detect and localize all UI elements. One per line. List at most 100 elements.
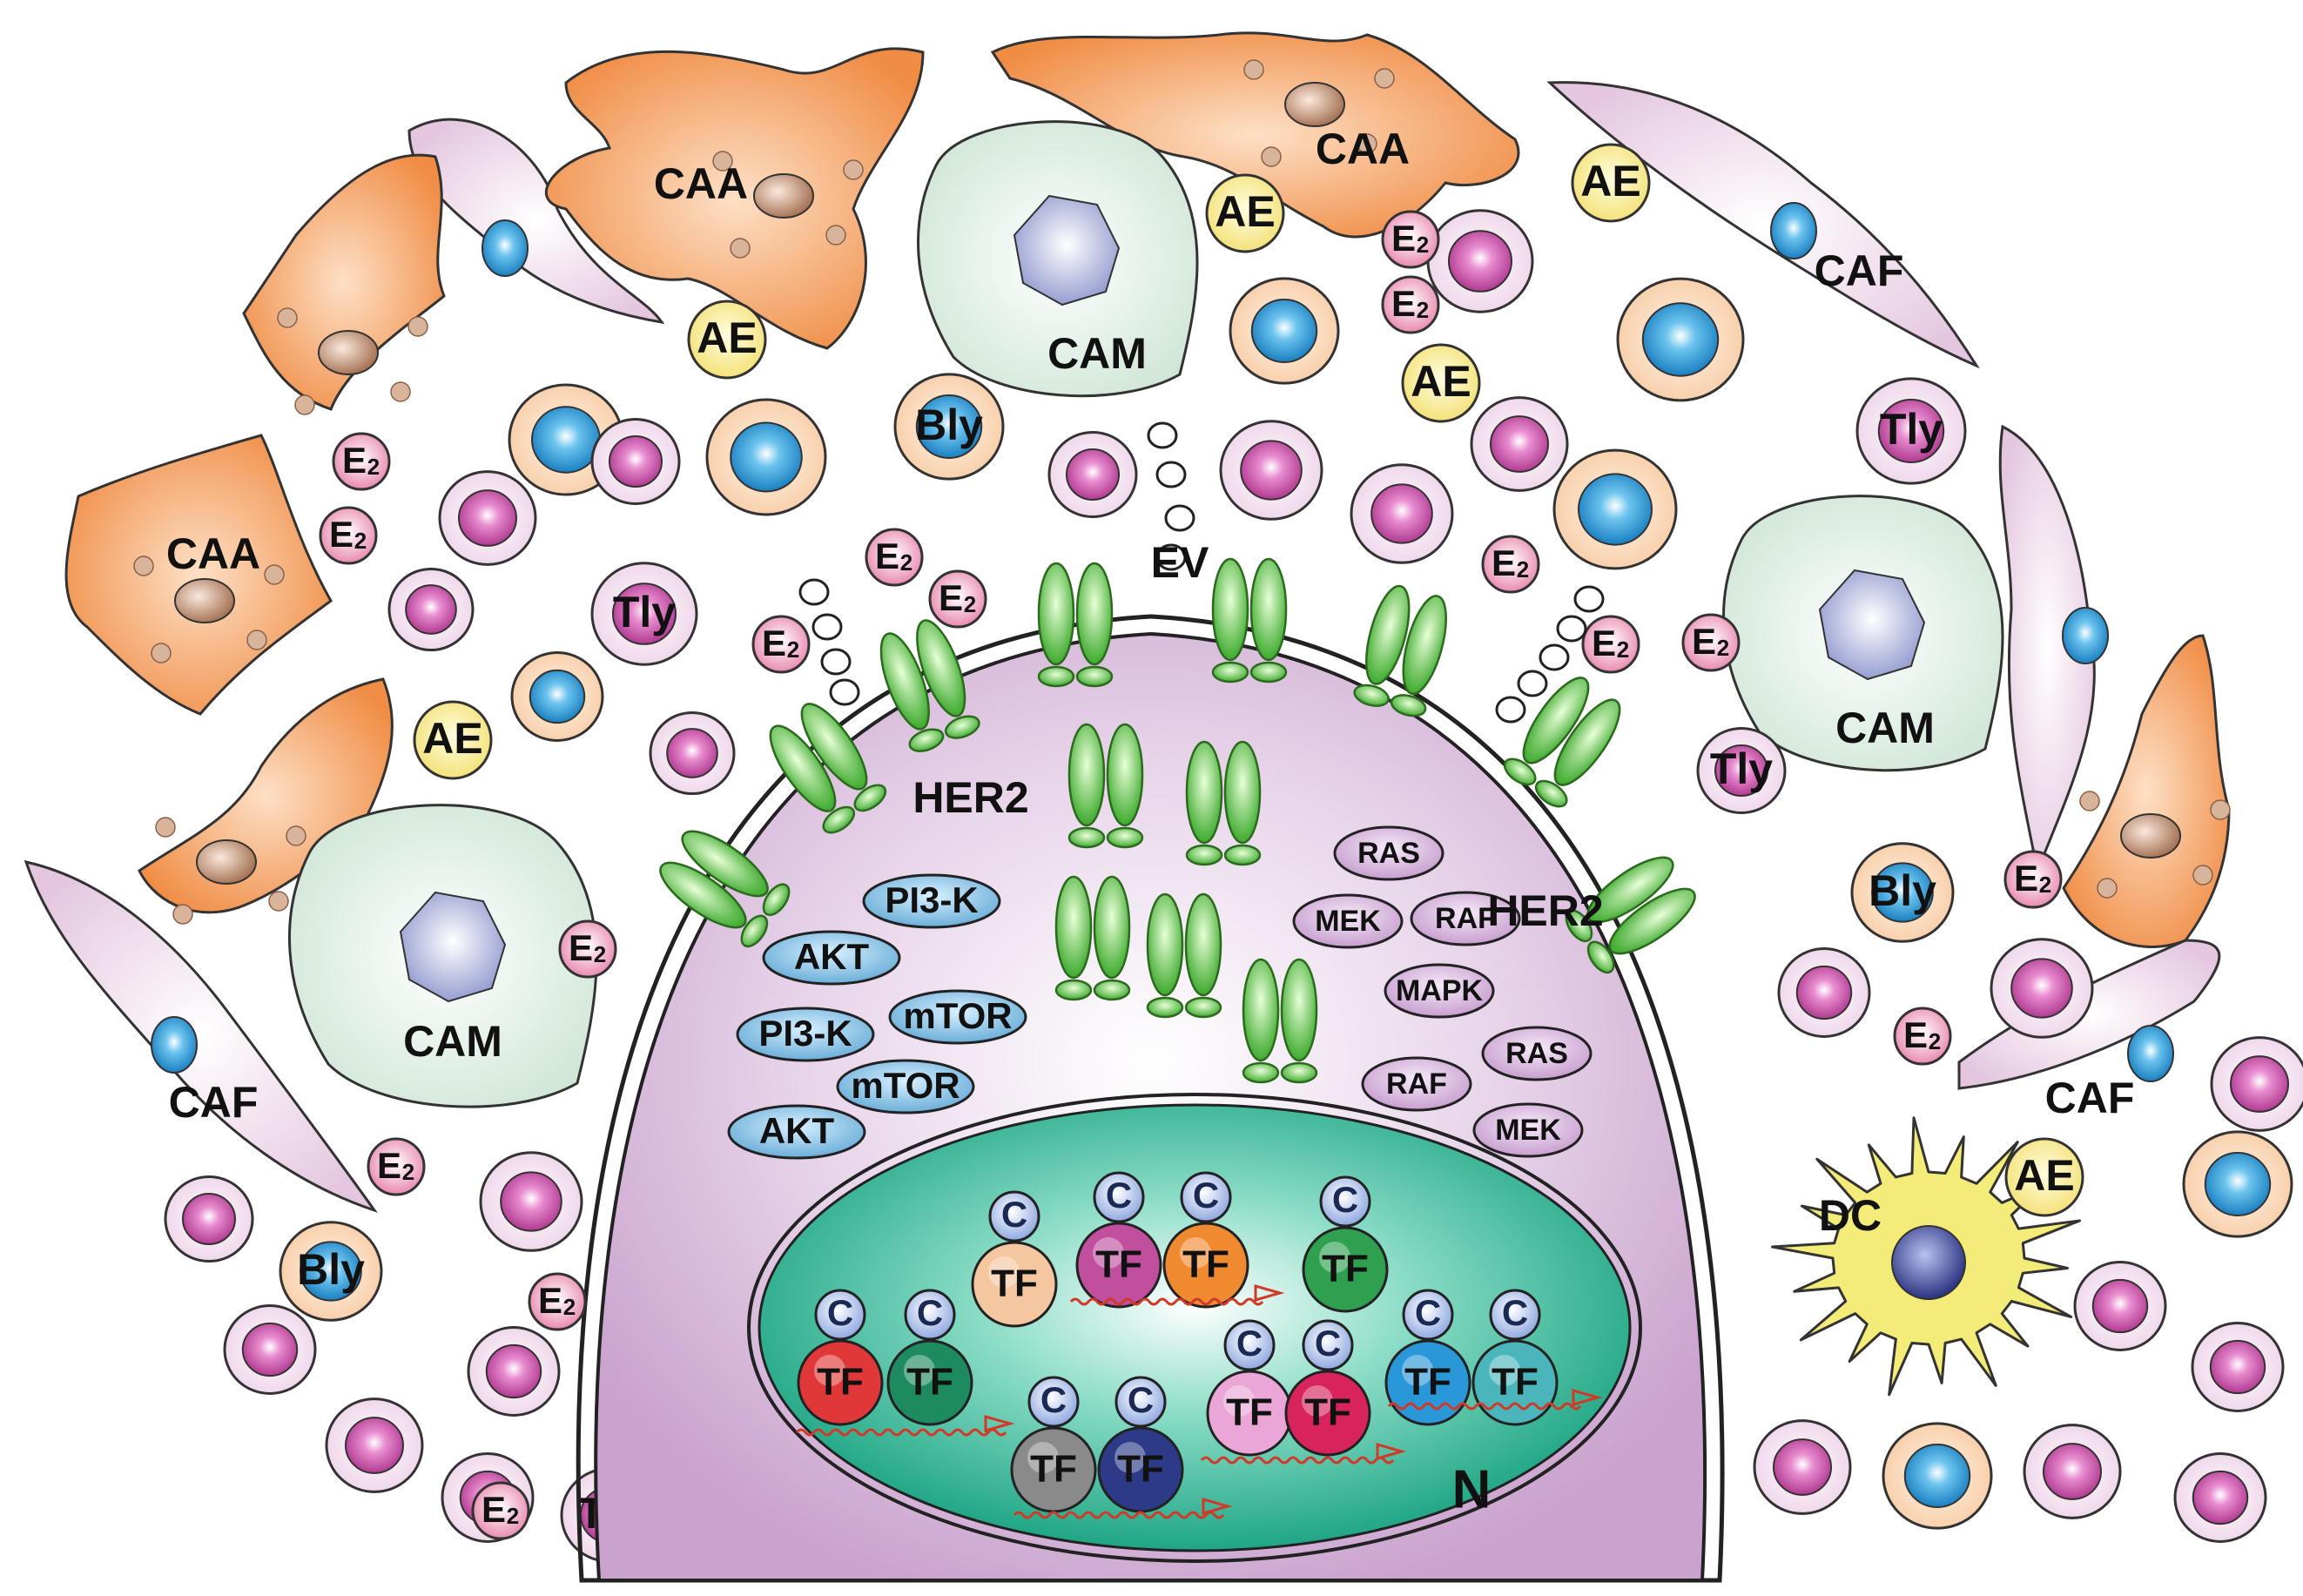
cofactor-label: C [1001, 1194, 1027, 1235]
e2-label: E [1391, 283, 1416, 324]
her2-subunit [1037, 562, 1075, 666]
ras-raf-mek-mapk-molecule: RAS [1333, 825, 1444, 881]
ae-molecule: AE [413, 700, 493, 780]
her2-tail [1280, 1061, 1318, 1084]
pi3k-akt-mtor-molecule: AKT [727, 1104, 866, 1160]
signal-label: RAF [1386, 1067, 1447, 1101]
signal-oval [1333, 825, 1444, 881]
cofactor-c [1114, 1376, 1167, 1428]
t-lymphocyte [467, 1326, 561, 1417]
her2-subunit [879, 632, 930, 731]
ev-vesicle [1556, 615, 1587, 643]
her2-tail [1242, 1061, 1280, 1084]
e2-label: E [538, 1280, 562, 1321]
ev-vesicle [1155, 543, 1187, 571]
b-lymphocyte: Bly [893, 373, 1005, 481]
her2-subunit [769, 724, 837, 812]
caa-lipid-droplet [2097, 878, 2118, 899]
caf-nucleus [151, 1016, 198, 1074]
caf-nucleus [2062, 607, 2109, 664]
her2-subunit [1054, 875, 1093, 980]
tf-highlight [1093, 1237, 1124, 1269]
signal-oval [1410, 891, 1521, 946]
b-lymphocyte [510, 651, 604, 742]
e2-circle [865, 528, 924, 587]
dna-arrowhead [984, 1415, 1015, 1432]
ras-raf-mek-mapk-molecule: MEK [1292, 893, 1404, 949]
her2-internal-receptor [1242, 958, 1318, 1084]
her2-membrane-receptor [1565, 856, 1696, 974]
caa-nucleus [196, 839, 257, 885]
caa-lipid-droplet [246, 630, 267, 650]
caf-nucleus [1770, 202, 1817, 259]
signal-oval [1292, 893, 1404, 949]
her2-subunit [1184, 892, 1222, 997]
ev-vesicle [1573, 585, 1605, 613]
signal-label: MEK [1315, 905, 1381, 938]
dc-label: DC [1819, 1191, 1882, 1240]
lymphocyte-nucleus [612, 583, 677, 645]
tf-sphere [1302, 1226, 1389, 1313]
her2-membrane-receptor [659, 830, 791, 948]
caa-cell [2062, 634, 2231, 948]
caa-lipid-droplet [712, 151, 733, 172]
cofactor-c [814, 1289, 866, 1341]
e2-subscript: 2 [2039, 872, 2051, 898]
tumor-nucleus-outer [747, 1093, 1642, 1563]
caa-lipid-droplet [825, 225, 846, 246]
her2-internal-receptor [1067, 723, 1144, 849]
lymphocyte-nucleus [485, 1343, 542, 1399]
her2-subunit [1211, 557, 1249, 662]
e2-label: E [875, 535, 899, 576]
her2-tail [1565, 909, 1593, 943]
ev-vesicle [1155, 461, 1187, 488]
ae-circle [1571, 143, 1651, 223]
her2-subunit [1223, 740, 1262, 845]
e2-label: E [481, 1489, 506, 1530]
t-lymphocyte [2023, 1424, 2122, 1519]
lymphocyte-nucleus [1773, 1438, 1832, 1496]
signal-oval [888, 989, 1027, 1045]
cofactor-label: C [1193, 1175, 1219, 1216]
e2-circle [528, 1272, 587, 1331]
cam-cell: CAM [917, 120, 1199, 398]
ev-vesicle [829, 678, 860, 706]
lymphocyte-nucleus [666, 728, 718, 778]
cofactor-c [1402, 1289, 1454, 1341]
pi3k-akt-mtor-molecule: PI3-K [736, 1007, 875, 1062]
caa-lipid-droplet [155, 817, 176, 838]
lymphocyte-nucleus [1641, 302, 1720, 377]
dna-strand [1200, 1456, 1395, 1465]
cofactor-label: C [1128, 1379, 1154, 1420]
ae-label: AE [697, 313, 757, 362]
t-lymphocyte [2210, 1036, 2303, 1132]
tf-highlight [904, 1355, 935, 1386]
lymphocyte-nucleus [609, 435, 663, 488]
lymphocyte-nucleus [1250, 299, 1318, 363]
e2-circle [558, 919, 617, 979]
transcription-factor: CTF [1302, 1175, 1389, 1313]
caa-cell [242, 153, 446, 415]
cofactor-c [988, 1190, 1040, 1242]
e2-subscript: 2 [563, 1294, 576, 1320]
t-lymphocyte: Tly [1855, 377, 1967, 485]
e2-label: E [1592, 623, 1616, 663]
cofactor-c [1319, 1175, 1371, 1228]
e2-subscript: 2 [787, 636, 799, 663]
caa-cell: CAA [64, 434, 333, 716]
her2-membrane-receptor [769, 703, 887, 834]
her2-tail [1067, 826, 1106, 849]
signal-label: AKT [759, 1110, 835, 1151]
caa-lipid-droplet [2192, 865, 2213, 886]
her2-subunit [1586, 856, 1674, 924]
t-lymphocyte [2173, 1452, 2267, 1543]
dna-arrowhead [1202, 1498, 1233, 1515]
transcription-factor: CTF [1284, 1319, 1371, 1457]
